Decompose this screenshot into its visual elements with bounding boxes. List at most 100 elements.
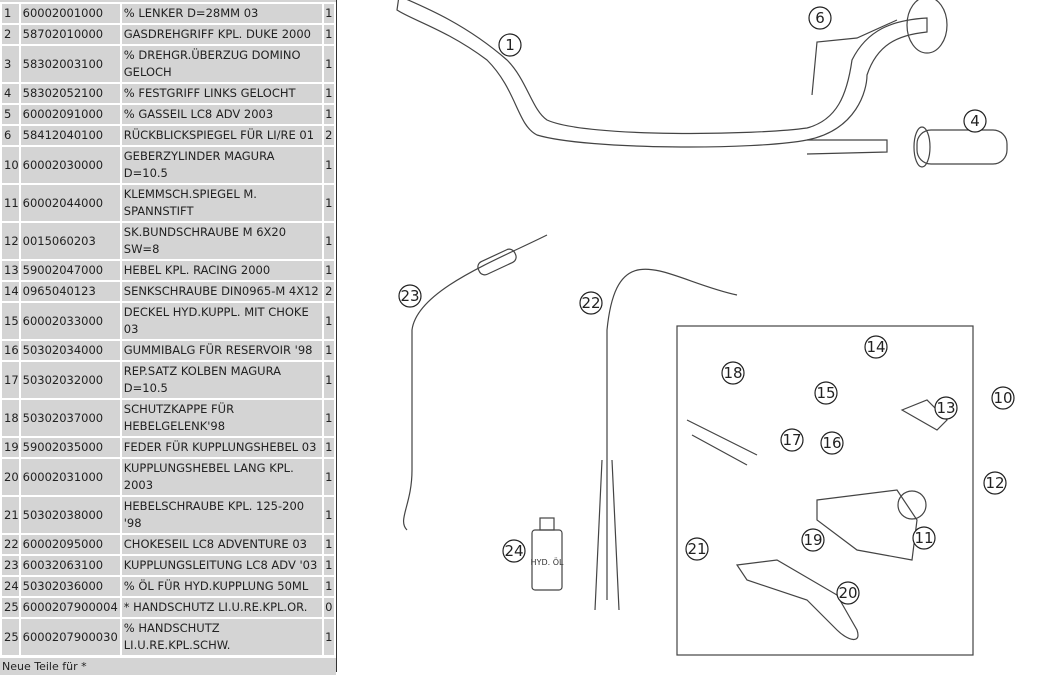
callout-16: 16 [820,431,844,455]
item-number: 25 [2,598,19,617]
grip [913,126,1008,168]
oil-bottle: HYD. ÖL [531,517,564,591]
part-description: * HANDSCHUTZ LI.U.RE.KPL.OR. [121,598,323,617]
item-number: 2 [2,25,19,44]
part-number: 59002035000 [20,438,120,457]
part-number: 58302003100 [20,46,120,82]
part-description: REP.SATZ KOLBEN MAGURA D=10.5 [121,362,323,398]
item-number: 18 [2,400,19,436]
lever [735,399,948,640]
part-number: 58702010000 [20,25,120,44]
part-number: 6000207900004 [20,598,120,617]
quantity: 1 [324,303,334,339]
item-number: 4 [2,84,19,103]
quantity: 2 [324,282,334,301]
svg-text:4: 4 [970,112,980,130]
quantity: 1 [324,4,334,23]
item-number: 5 [2,105,19,124]
svg-text:1: 1 [505,36,515,54]
svg-text:22: 22 [581,294,600,312]
quantity: 1 [324,223,334,259]
part-number: 0015060203 [20,223,120,259]
part-number: 58412040100 [20,126,120,145]
item-number: 1 [2,4,19,23]
svg-text:23: 23 [400,287,419,305]
part-description: DECKEL HYD.KUPPL. MIT CHOKE 03 [121,303,323,339]
svg-text:20: 20 [838,584,857,602]
item-number: 17 [2,362,19,398]
master-cylinder-box [676,325,974,656]
quantity: 1 [324,185,334,221]
callout-22: 22 [579,291,603,315]
part-number: 60002030000 [20,147,120,183]
svg-text:16: 16 [822,434,841,452]
part-description: RÜCKBLICKSPIEGEL FÜR LI/RE 01 [121,126,323,145]
callout-18: 18 [721,361,745,385]
callout-1: 1 [498,33,522,57]
part-description: SCHUTZKAPPE FÜR HEBELGELENK'98 [121,400,323,436]
part-number: 60002031000 [20,459,120,495]
quantity: 1 [324,459,334,495]
quantity: 1 [324,400,334,436]
item-number: 21 [2,497,19,533]
quantity: 1 [324,46,334,82]
part-number: 60002033000 [20,303,120,339]
part-number: 6000207900030 [20,619,120,655]
item-number: 6 [2,126,19,145]
part-description: SENKSCHRAUBE DIN0965-M 4X12 [121,282,323,301]
handlebar [396,0,928,155]
item-number: 3 [2,46,19,82]
quantity: 1 [324,535,334,554]
part-number: 60002091000 [20,105,120,124]
svg-text:19: 19 [803,531,822,549]
part-number: 58302052100 [20,84,120,103]
quantity: 0 [324,598,334,617]
item-number: 16 [2,341,19,360]
svg-text:10: 10 [993,389,1012,407]
part-description: % FESTGRIFF LINKS GELOCHT [121,84,323,103]
part-description: SK.BUNDSCHRAUBE M 6X20 SW=8 [121,223,323,259]
svg-text:HYD. ÖL: HYD. ÖL [531,557,564,567]
item-number: 12 [2,223,19,259]
callout-19: 19 [801,528,825,552]
svg-text:17: 17 [782,431,801,449]
quantity: 1 [324,497,334,533]
part-description: GUMMIBALG FÜR RESERVOIR '98 [121,341,323,360]
item-number: 13 [2,261,19,280]
quantity: 1 [324,619,334,655]
callout-11: 11 [912,526,936,550]
item-number: 24 [2,577,19,596]
svg-text:12: 12 [985,474,1004,492]
part-description: KUPPLUNGSHEBEL LANG KPL. 2003 [121,459,323,495]
part-number: 0965040123 [20,282,120,301]
item-number: 23 [2,556,19,575]
callout-21: 21 [685,537,709,561]
quantity: 1 [324,556,334,575]
part-description: % DREHGR.ÜBERZUG DOMINO GELOCH [121,46,323,82]
